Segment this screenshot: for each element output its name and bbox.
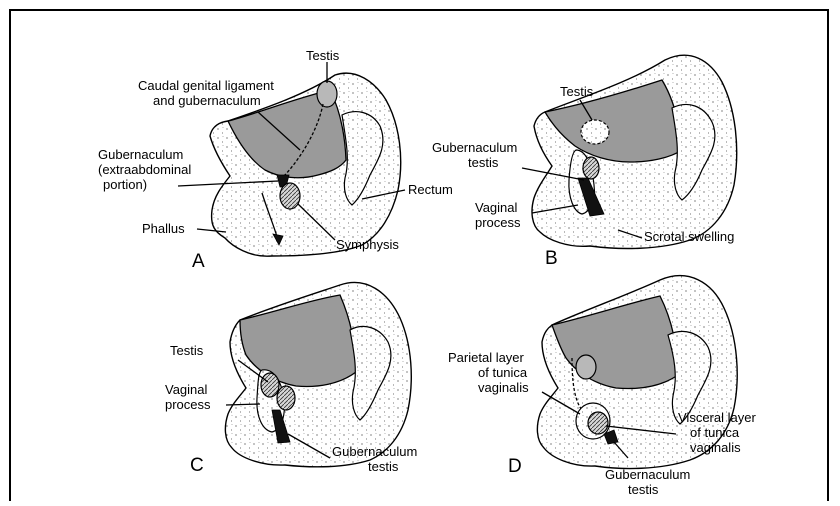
panel-d-label-visceral-2: of tunica bbox=[690, 425, 740, 440]
panel-b: Testis Gubernaculum testis Vaginal proce… bbox=[432, 55, 737, 269]
panel-a-label-caudal-1: Caudal genital ligament bbox=[138, 78, 274, 93]
panel-c-symphysis-shape bbox=[277, 386, 295, 410]
panel-a-label-gub-2: (extraabdominal bbox=[98, 162, 191, 177]
panel-a-label-testis: Testis bbox=[306, 48, 340, 63]
panel-d-testis-shape bbox=[588, 412, 608, 434]
panel-d-symphysis-shape bbox=[576, 355, 596, 379]
panel-d-label-parietal-3: vaginalis bbox=[478, 380, 529, 395]
panel-a-testis bbox=[317, 81, 337, 107]
panel-a-label-rectum: Rectum bbox=[408, 182, 453, 197]
panel-b-label-gub-1: Gubernaculum bbox=[432, 140, 517, 155]
panel-b-label-scrotal: Scrotal swelling bbox=[644, 229, 734, 244]
panel-b-label-vag-2: process bbox=[475, 215, 521, 230]
panel-a-label-caudal-2: and gubernaculum bbox=[153, 93, 261, 108]
panel-b-label-vag-1: Vaginal bbox=[475, 200, 518, 215]
panel-d-label-parietal-1: Parietal layer bbox=[448, 350, 525, 365]
panel-c-label-testis: Testis bbox=[170, 343, 204, 358]
panel-d-label-visceral-1: Visceral layer bbox=[678, 410, 756, 425]
panel-a-label-phallus: Phallus bbox=[142, 221, 185, 236]
panel-b-letter: B bbox=[545, 248, 558, 269]
panel-a-label-gub-1: Gubernaculum bbox=[98, 147, 183, 162]
panel-b-testis-origin bbox=[581, 120, 609, 144]
panel-a-label-symphysis: Symphysis bbox=[336, 237, 399, 252]
panel-b-label-testis: Testis bbox=[560, 84, 594, 99]
panel-c: Testis Vaginal process Gubernaculum test… bbox=[165, 282, 417, 476]
panel-d: Parietal layer of tunica vaginalis Visce… bbox=[448, 276, 756, 497]
panel-a-letter: A bbox=[192, 251, 205, 272]
panel-c-testis-shape bbox=[261, 373, 279, 397]
panel-a-label-gub-3: portion) bbox=[103, 177, 147, 192]
panel-b-gonad-shape bbox=[583, 157, 599, 179]
panel-d-label-gub-2: testis bbox=[628, 482, 659, 497]
panel-c-letter: C bbox=[190, 455, 204, 476]
panel-a-symphysis-shape bbox=[280, 183, 300, 209]
panel-c-label-vag-1: Vaginal bbox=[165, 382, 208, 397]
panel-d-label-gub-1: Gubernaculum bbox=[605, 467, 690, 482]
panel-a: Testis Caudal genital ligament and guber… bbox=[98, 48, 453, 272]
panel-b-label-gub-2: testis bbox=[468, 155, 499, 170]
panel-c-label-vag-2: process bbox=[165, 397, 211, 412]
panel-d-label-parietal-2: of tunica bbox=[478, 365, 528, 380]
panel-c-label-gub-1: Gubernaculum bbox=[332, 444, 417, 459]
panel-c-label-gub-2: testis bbox=[368, 459, 399, 474]
panel-d-label-visceral-3: vaginalis bbox=[690, 440, 741, 455]
panel-d-letter: D bbox=[508, 456, 522, 477]
